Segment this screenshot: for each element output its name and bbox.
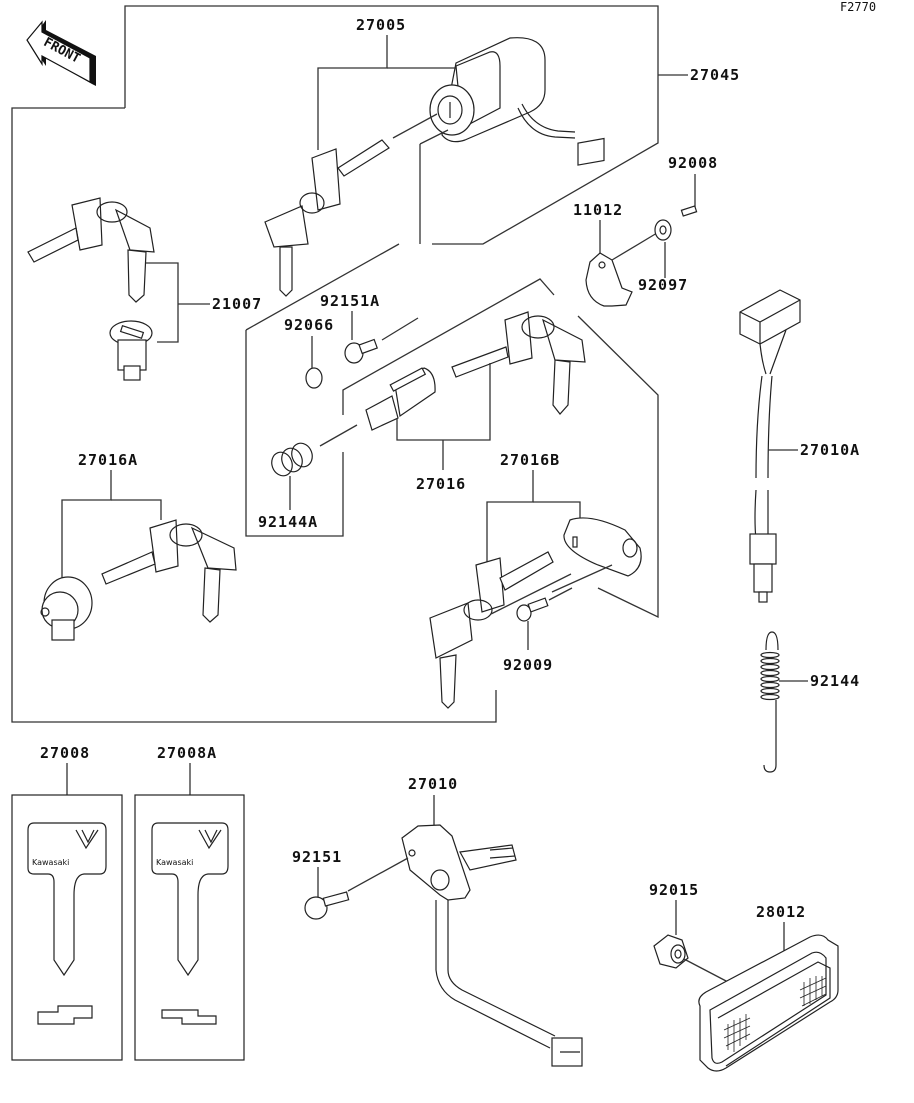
part-label-92008: 92008	[668, 154, 718, 172]
switch-27010-part	[401, 824, 583, 1067]
sub-boundary-27016	[342, 278, 555, 415]
reflector-28012-part	[698, 934, 839, 1072]
key-pair-27016A	[101, 519, 237, 623]
sub-boundary-right	[577, 315, 659, 619]
lock-27016A-part	[40, 576, 93, 641]
part-label-27010: 27010	[408, 775, 458, 793]
part-label-92151: 92151	[292, 848, 342, 866]
key-pair-27016	[451, 311, 586, 415]
front-arrow-icon: FRONT	[26, 20, 96, 86]
lock-27016B-part	[563, 517, 642, 577]
part-label-21007: 21007	[212, 295, 262, 313]
key-blank-27008A: Kawasaki	[134, 794, 245, 1061]
part-label-27005: 27005	[356, 16, 406, 34]
part-label-28012: 28012	[756, 903, 806, 921]
part-label-92097: 92097	[638, 276, 688, 294]
brand-text: Kawasaki	[32, 858, 69, 867]
harness-27010A-part	[739, 289, 801, 603]
spring-92144-part	[760, 631, 780, 773]
spring-92144A-part	[271, 442, 313, 477]
part-label-27016A: 27016A	[78, 451, 138, 469]
part-label-92144A: 92144A	[258, 513, 318, 531]
ignition-switch-part	[429, 37, 605, 166]
part-label-11012: 11012	[573, 201, 623, 219]
bolt-92008-part	[680, 205, 698, 217]
part-label-27045: 27045	[690, 66, 740, 84]
lock-cylinder-27016	[365, 367, 436, 431]
part-label-27016: 27016	[416, 475, 466, 493]
key-blank-27008: Kawasaki	[11, 794, 123, 1061]
plate-11012-part	[585, 252, 633, 307]
part-label-27016B: 27016B	[500, 451, 560, 469]
assembly-boundary-left	[11, 107, 497, 723]
part-label-92066: 92066	[284, 316, 334, 334]
screw-92009-part	[516, 597, 549, 622]
key-pair-21007	[27, 197, 155, 303]
brand-text: Kawasaki	[156, 858, 193, 867]
part-label-27008A: 27008A	[157, 744, 217, 762]
part-label-92015: 92015	[649, 881, 699, 899]
part-label-92009: 92009	[503, 656, 553, 674]
nut-92015-part	[653, 934, 689, 969]
part-label-27008: 27008	[40, 744, 90, 762]
bolt-92151A-part	[344, 338, 378, 364]
key-pair-27005	[264, 139, 390, 297]
key-pair-27016B	[429, 551, 554, 709]
part-label-92151A: 92151A	[320, 292, 380, 310]
part-label-27010A: 27010A	[800, 441, 860, 459]
sub-boundary-92144A	[245, 330, 344, 537]
sub-boundary-top	[245, 243, 400, 331]
washer-92097-part	[654, 219, 672, 241]
figure-id: F2770	[840, 0, 876, 14]
pin-92066-part	[305, 367, 323, 389]
part-label-92144: 92144	[810, 672, 860, 690]
lock-cylinder-21007	[109, 320, 153, 381]
bolt-92151-part	[304, 891, 350, 920]
